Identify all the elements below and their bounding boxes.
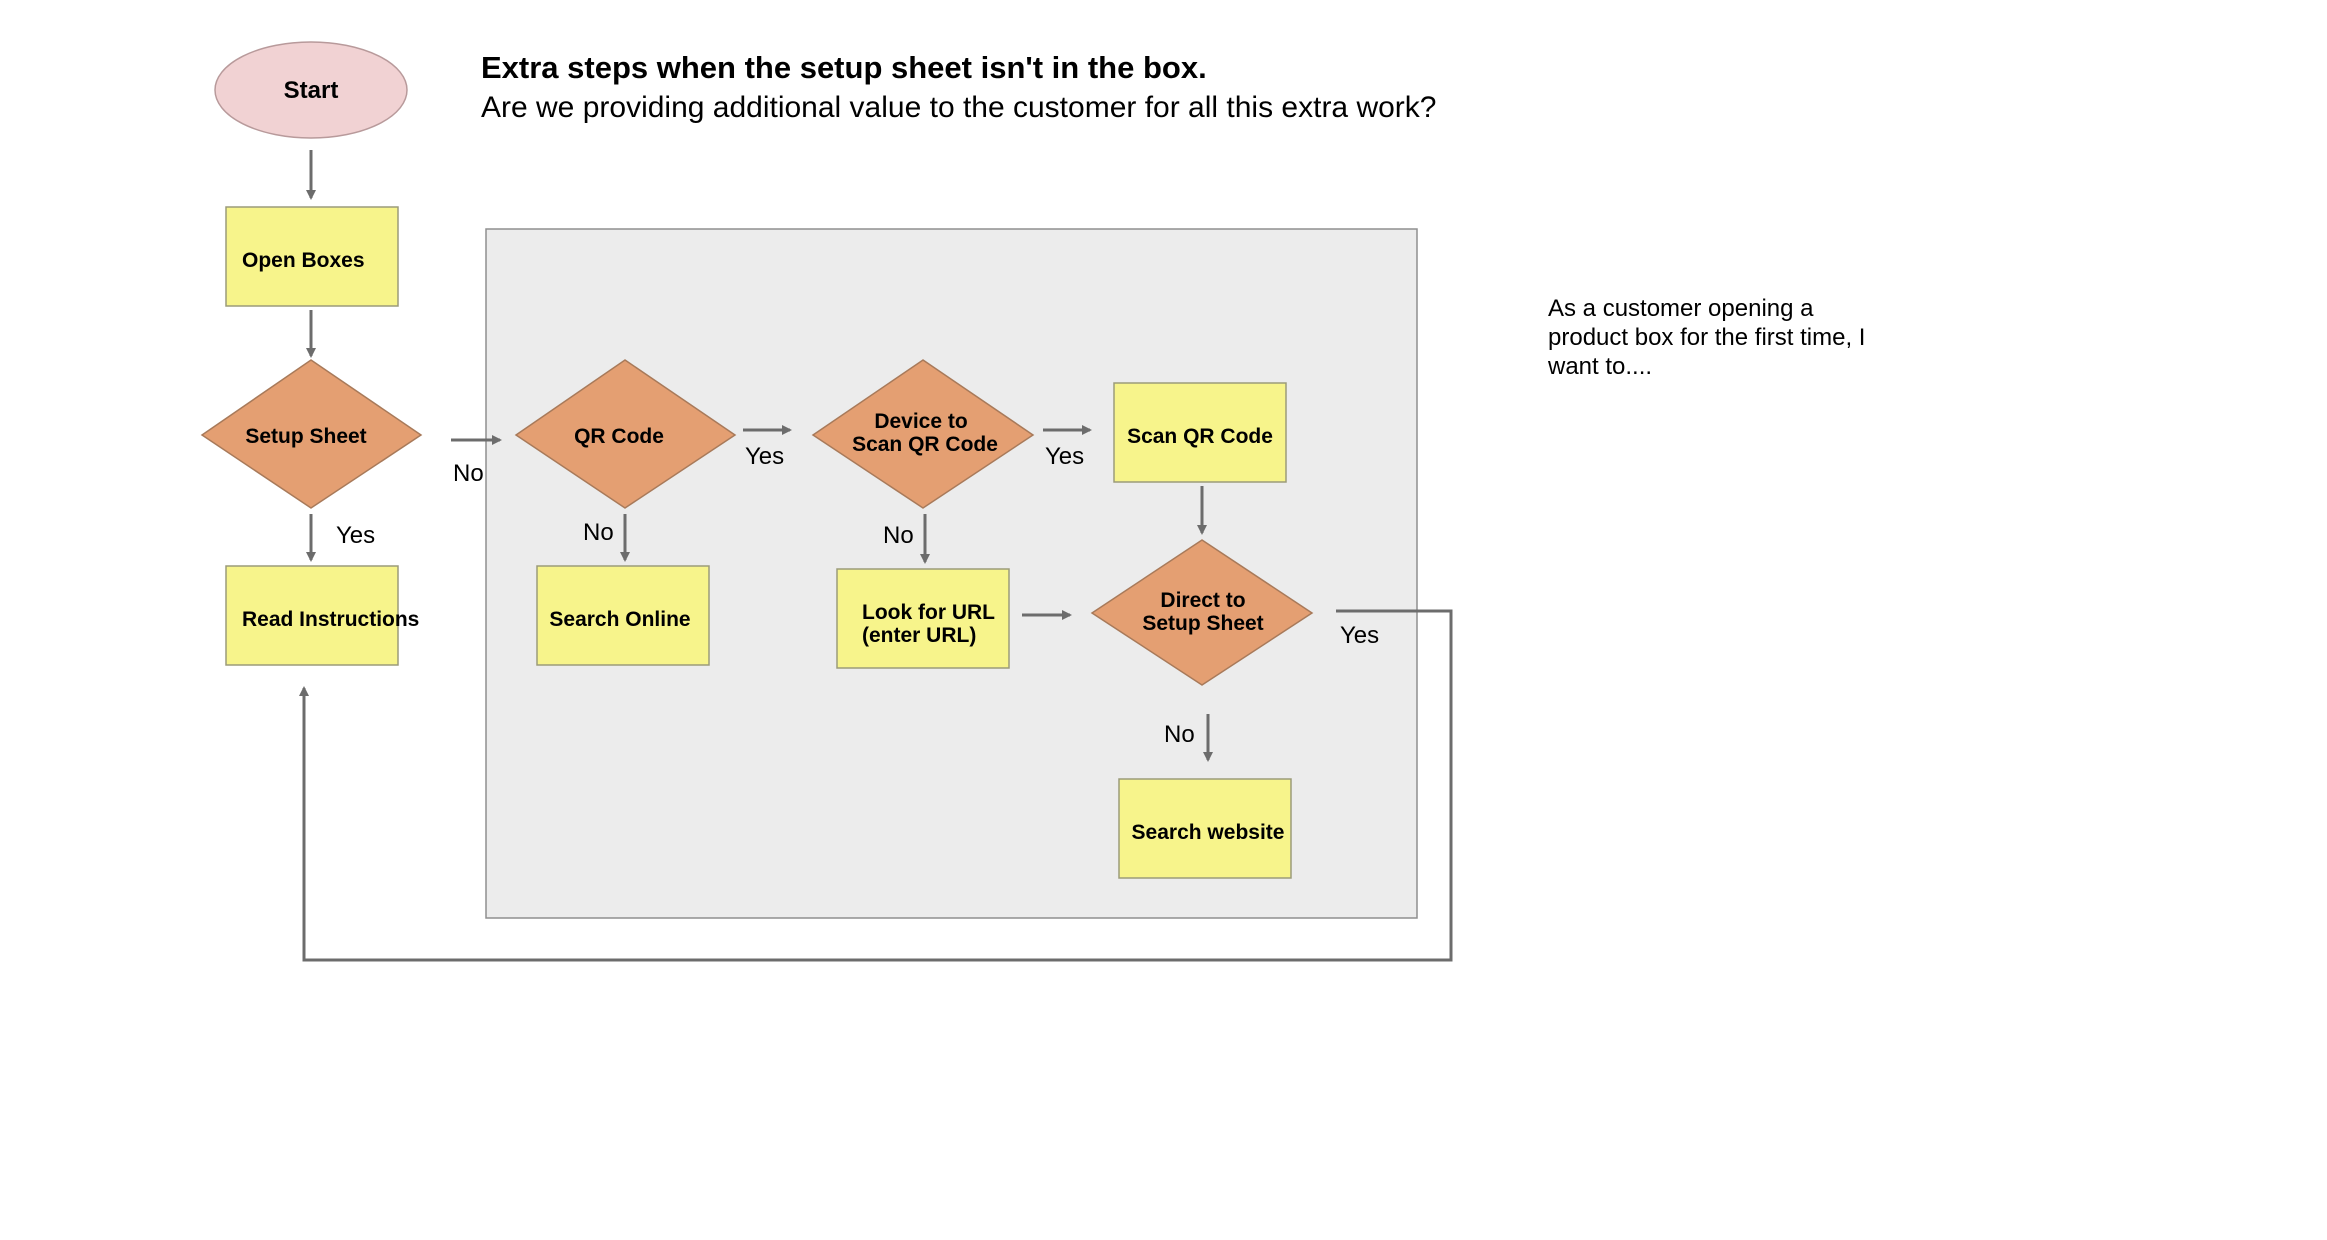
edge-label-setup-yes: Yes [336, 522, 375, 549]
edge-label-qr-yes: Yes [745, 443, 784, 470]
direct-setup-diamond [1090, 539, 1314, 686]
search-online-label: Search Online [549, 608, 690, 631]
device-scan-label-line2: Scan QR Code [852, 433, 998, 456]
edge-label-direct-yes: Yes [1340, 622, 1379, 649]
device-scan-node[interactable]: Device to Scan QR Code [811, 359, 1035, 509]
side-note-line: want to.... [1547, 353, 1652, 380]
edge-label-device-yes: Yes [1045, 443, 1084, 470]
scan-qr-code-node[interactable]: Scan QR Code [1113, 382, 1287, 483]
look-for-url-node[interactable]: Look for URL (enter URL) [836, 568, 1010, 669]
open-boxes-node[interactable]: Open Boxes [225, 206, 399, 307]
device-scan-diamond [811, 359, 1035, 509]
read-instructions-node[interactable]: Read Instructions [225, 565, 419, 666]
search-online-node[interactable]: Search Online [536, 565, 710, 666]
search-online-box [536, 565, 710, 666]
direct-setup-label-line2: Setup Sheet [1142, 612, 1263, 635]
start-label: Start [284, 77, 339, 104]
start-oval [214, 41, 408, 139]
open-boxes-box [225, 206, 399, 307]
qr-code-label: QR Code [574, 425, 664, 448]
scan-qr-code-box [1113, 382, 1287, 483]
qr-code-diamond [514, 359, 737, 509]
read-instructions-label: Read Instructions [242, 608, 419, 631]
direct-setup-node[interactable]: Direct to Setup Sheet [1090, 539, 1314, 686]
edge-label-direct-no: No [1164, 721, 1195, 748]
look-for-url-label-line1: Look for URL [862, 601, 995, 624]
search-website-label: Search website [1132, 821, 1285, 844]
diagram-title: Extra steps when the setup sheet isn't i… [481, 50, 1207, 85]
read-instructions-box [225, 565, 399, 666]
edge-label-device-no: No [883, 522, 914, 549]
edge-direct-yes-loop [299, 609, 1453, 962]
diagram-subtitle: Are we providing additional value to the… [481, 91, 1436, 124]
scan-qr-code-label: Scan QR Code [1127, 425, 1273, 448]
edge-label-setup-no: No [453, 460, 484, 487]
side-note-line: product box for the first time, I [1548, 324, 1865, 351]
setup-sheet-node[interactable]: Setup Sheet [200, 359, 423, 509]
side-note: As a customer opening a product box for … [1547, 295, 1872, 380]
search-website-node[interactable]: Search website [1118, 778, 1292, 879]
look-for-url-label-line2: (enter URL) [862, 624, 976, 647]
edge-label-qr-no: No [583, 519, 614, 546]
start-node[interactable]: Start [214, 41, 408, 139]
search-website-box [1118, 778, 1292, 879]
qr-code-node[interactable]: QR Code [514, 359, 737, 509]
direct-setup-label-line1: Direct to [1160, 589, 1245, 612]
side-note-line: As a customer opening a [1548, 295, 1814, 322]
look-for-url-box [836, 568, 1010, 669]
device-scan-label-line1: Device to [874, 410, 967, 433]
setup-sheet-diamond [200, 359, 423, 509]
setup-sheet-label: Setup Sheet [245, 425, 366, 448]
open-boxes-label: Open Boxes [242, 249, 365, 272]
